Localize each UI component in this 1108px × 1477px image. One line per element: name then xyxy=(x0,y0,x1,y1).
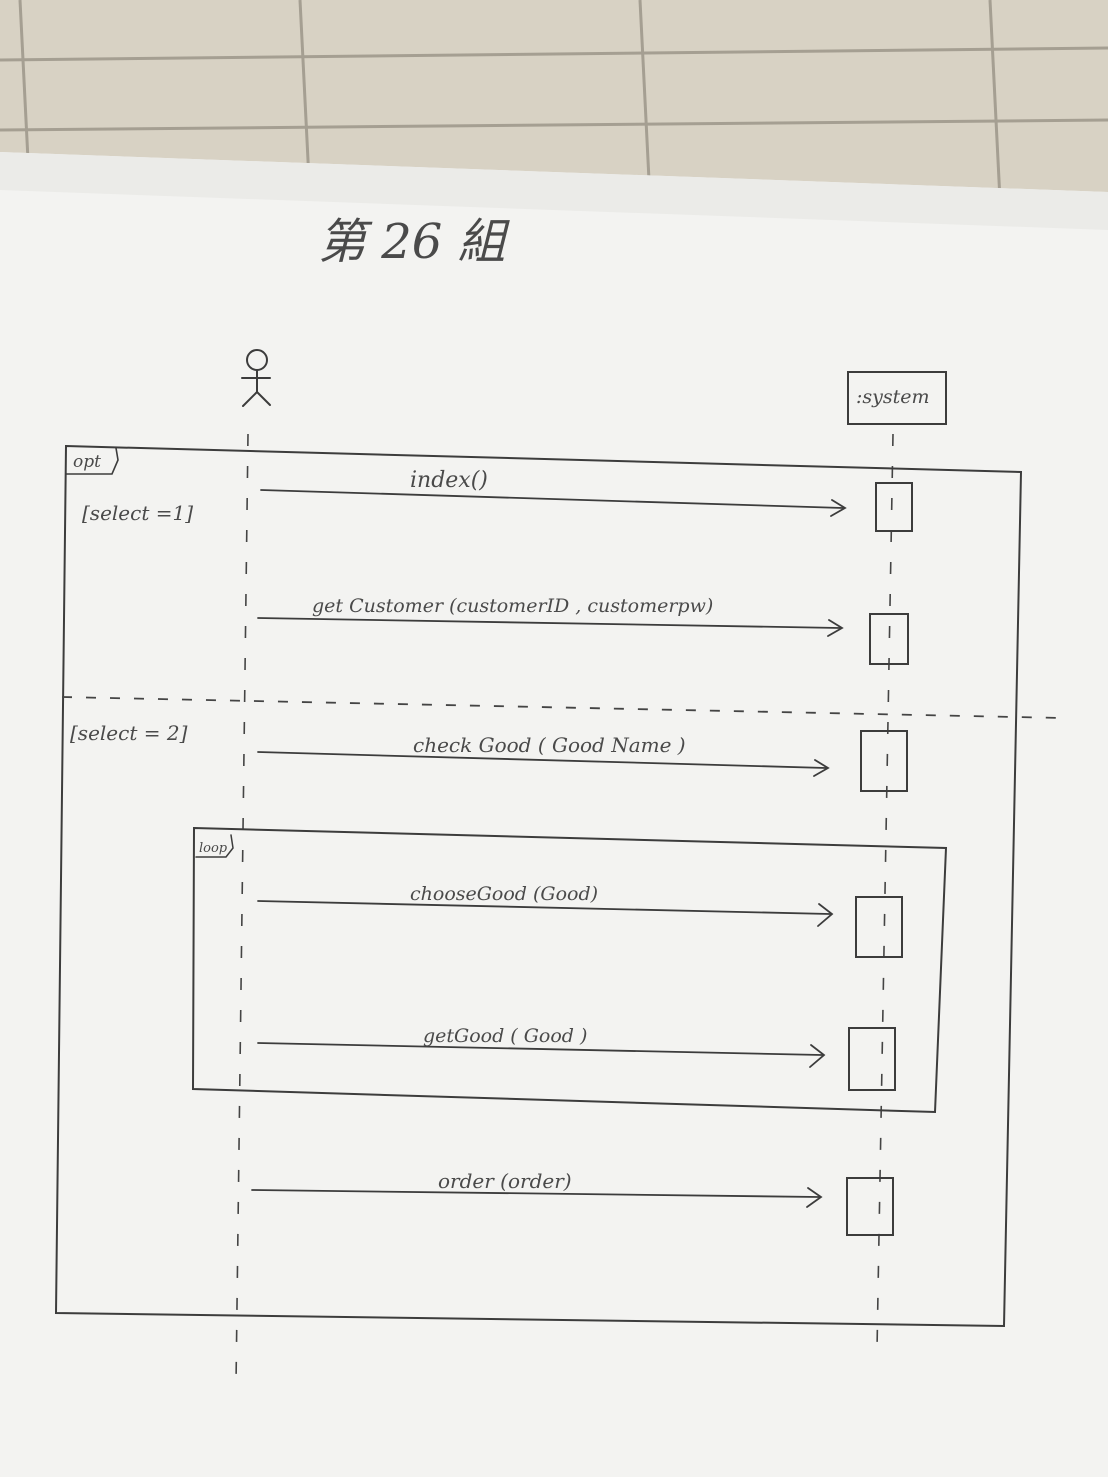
guard-select-2: [select = 2] xyxy=(70,721,188,745)
loop-frame: loop xyxy=(191,826,948,1114)
activation-box xyxy=(848,1027,896,1091)
activation-box xyxy=(869,613,909,665)
message: check Good ( Good Name ) xyxy=(257,733,830,777)
message: get Customer (customerID , customerpw) xyxy=(257,595,844,637)
message: chooseGood (Good) xyxy=(257,883,834,927)
system-label: :system xyxy=(856,386,930,408)
activation-box xyxy=(860,730,908,792)
loop-tag: loop xyxy=(199,841,228,856)
message: order (order) xyxy=(251,1169,823,1208)
actor-icon xyxy=(241,349,271,407)
system-object: :system xyxy=(847,371,947,425)
message-label: getGood ( Good ) xyxy=(423,1025,587,1047)
opt-tag: opt xyxy=(73,452,101,472)
message-label: order (order) xyxy=(438,1169,572,1193)
message-label: get Customer (customerID , customerpw) xyxy=(312,595,713,617)
page-title: 第 26 組 xyxy=(318,214,511,270)
activation-box xyxy=(855,896,903,958)
message-label: check Good ( Good Name ) xyxy=(413,733,686,757)
message: getGood ( Good ) xyxy=(257,1025,826,1068)
message-label: chooseGood (Good) xyxy=(410,883,598,905)
opt-frame: opt [select =1] [select = 2] xyxy=(54,444,1063,1328)
system-lifeline xyxy=(876,433,894,1351)
message-label: index() xyxy=(410,468,488,493)
message: index() xyxy=(260,468,847,517)
guard-select-1: [select =1] xyxy=(82,501,193,525)
activation-box xyxy=(875,482,913,532)
activation-box xyxy=(846,1177,894,1236)
